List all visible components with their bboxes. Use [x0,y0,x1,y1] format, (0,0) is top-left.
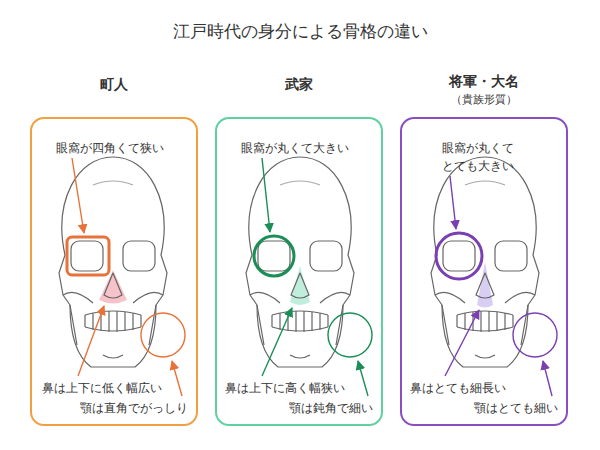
orbit-highlight [254,236,294,276]
leader-line [262,158,270,232]
orbit-highlight [67,237,109,275]
panel-heading: 町人 [32,74,196,95]
panel-subheading: （貴族形質） [402,92,566,109]
leader-line [72,158,84,233]
callout-text: 顎はとても細い [474,399,558,417]
callout-text: 眼窩が四角くて狭い [56,139,164,157]
leader-line [358,361,368,396]
leader-line [450,176,456,229]
jaw-highlight [328,313,372,357]
callout-text: 顎は直角でがっしり [80,399,188,417]
nose-fill [290,266,310,305]
orbit-highlight [436,233,482,279]
panel-heading: 将軍・大名 [402,71,566,92]
callout-text: 鼻は上下に高く幅狭い [225,379,345,397]
status-panel: 将軍・大名（貴族形質）眼窩が丸くて とても大きい鼻はとても細長い顎はとても細い [400,117,568,426]
callout-text: 眼窩が丸くて大きい [241,139,349,157]
callout-text: 眼窩が丸くて とても大きい [442,139,542,175]
leader-line [78,306,104,376]
callout-text: 鼻は上下に低く幅広い [42,379,162,397]
callout-text: 鼻はとても細長い [410,379,506,397]
jaw-highlight [513,313,557,357]
leader-line [172,361,182,396]
jaw-highlight [141,313,185,357]
leader-line [445,310,479,376]
skull [431,157,539,367]
panel-heading: 武家 [217,74,381,95]
skull [59,157,167,367]
callout-text: 顎は鈍角で細い [289,399,373,417]
diagram-title: 江戸時代の身分による骨格の違い [0,20,600,43]
status-panel: 武家眼窩が丸くて大きい鼻は上下に高く幅狭い顎は鈍角で細い [215,117,383,426]
leader-line [543,361,552,396]
leader-line [262,308,292,376]
status-panel: 町人眼窩が四角くて狭い鼻は上下に低く幅広い顎は直角でがっしり [30,117,198,426]
skull [246,157,354,367]
